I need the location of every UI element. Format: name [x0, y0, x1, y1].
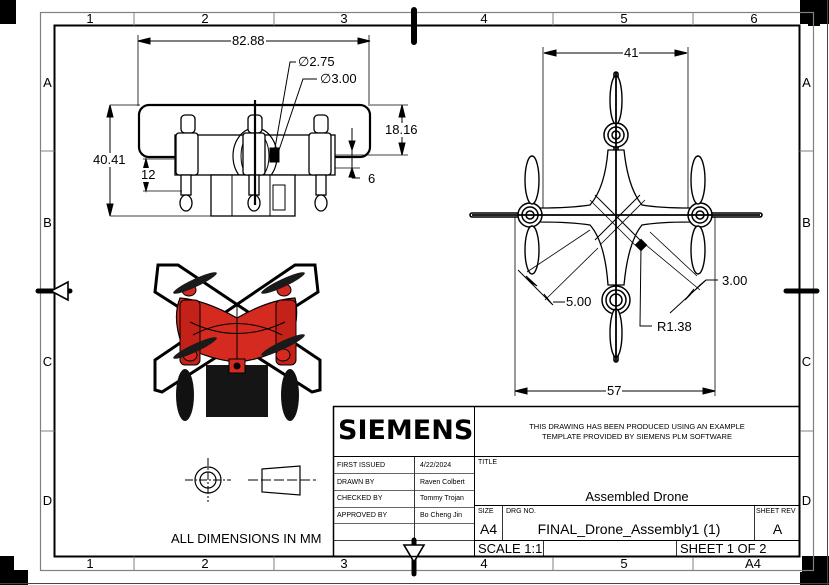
zone-col-2-top: 2 [201, 11, 209, 26]
title-label: TITLE [478, 459, 498, 466]
dim-arm-slot: 3.00 [721, 273, 749, 288]
zone-row-c-left: C [42, 354, 53, 369]
dim-overall-span: 57 [606, 383, 623, 398]
zone-col-1-top: 1 [86, 11, 94, 26]
dim-fillet-radius: R1.38 [656, 319, 693, 334]
zone-row-b-left: B [43, 215, 52, 230]
size-value: A4 [480, 521, 498, 537]
drawing-number: FINAL_Drone_Assembly1 (1) [537, 521, 721, 537]
projection-symbol [185, 458, 316, 502]
corner-mark-bottom-left [0, 556, 14, 585]
first-issued-label: FIRST ISSUED [337, 462, 386, 469]
zone-col-6-top: 6 [750, 11, 758, 26]
front-view [106, 35, 408, 217]
zone-sheet-size-bottom: A4 [745, 556, 761, 571]
title-block-lines [332, 405, 801, 558]
isometric-view [153, 263, 322, 421]
disclaimer-line-2: TEMPLATE PROVIDED BY SIEMENS PLM SOFTWAR… [542, 432, 732, 441]
zone-col-3-bottom: 3 [340, 556, 348, 571]
corner-mark-top-left [0, 0, 16, 24]
approved-by-label: APPROVED BY [337, 512, 388, 519]
dim-step: 6 [367, 171, 377, 186]
sheet-rev-label: SHEET REV [756, 508, 796, 515]
dim-hole-diameter-1: ∅2.75 [297, 54, 336, 69]
scale-value: SCALE 1:1 [478, 541, 543, 556]
sheet-rev-value: A [772, 521, 783, 537]
drawn-by-label: DRAWN BY [337, 479, 375, 486]
disclaimer-line-1: THIS DRAWING HAS BEEN PRODUCED USING AN … [529, 422, 745, 431]
zone-row-a-right: A [802, 75, 811, 90]
zone-col-5-top: 5 [620, 11, 628, 26]
approved-by-value: Bo Cheng Jin [420, 512, 463, 519]
dim-leg-offset: 12 [140, 167, 157, 182]
dim-motor-spacing: 41 [623, 45, 640, 60]
dim-arm-width: 5.00 [565, 294, 593, 309]
sheet-number: SHEET 1 OF 2 [680, 541, 767, 556]
dim-hole-diameter-2: ∅3.00 [319, 71, 358, 86]
drawing-title: Assembled Drone [585, 489, 689, 504]
drg-no-label: DRG NO. [506, 508, 536, 515]
zone-row-d-right: D [801, 493, 812, 508]
zone-row-a-left: A [43, 75, 52, 90]
zone-col-2-bottom: 2 [201, 556, 209, 571]
zone-row-b-right: B [802, 215, 811, 230]
size-label: SIZE [478, 508, 494, 515]
template-disclaimer: THIS DRAWING HAS BEEN PRODUCED USING AN … [476, 422, 798, 442]
company-logo: SIEMENS [338, 415, 474, 446]
dim-overall-height: 40.41 [92, 152, 127, 167]
zone-col-5-bottom: 5 [620, 556, 628, 571]
zone-col-3-top: 3 [340, 11, 348, 26]
dim-guard-height: 18.16 [384, 122, 419, 137]
zone-row-d-left: D [42, 493, 53, 508]
drawn-by-value: Raven Colbert [420, 479, 465, 486]
checked-by-value: Tommy Trojan [420, 495, 464, 502]
zone-col-4-bottom: 4 [480, 556, 488, 571]
checked-by-label: CHECKED BY [337, 495, 383, 502]
zone-row-c-right: C [801, 354, 812, 369]
zone-col-4-top: 4 [480, 11, 488, 26]
dim-width: 82.88 [231, 33, 266, 48]
first-issued-value: 4/22/2024 [420, 462, 452, 469]
zone-col-1-bottom: 1 [86, 556, 94, 571]
units-note: ALL DIMENSIONS IN MM [171, 531, 322, 546]
top-view [469, 47, 763, 396]
